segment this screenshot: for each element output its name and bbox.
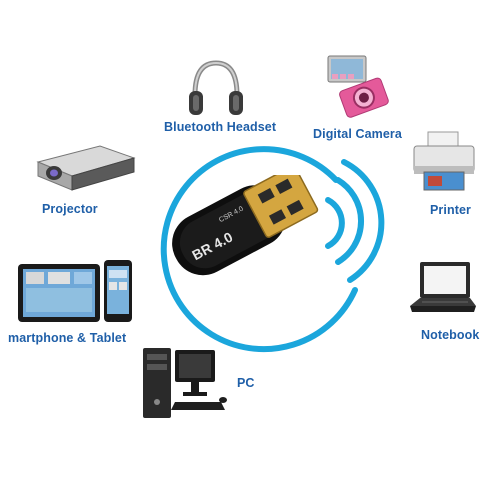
pc-label: PC [237,376,255,390]
headset-label: Bluetooth Headset [164,120,277,134]
usb-dongle: BR 4.0 CSR 4.0 [172,175,319,276]
camera-icon [327,55,389,118]
notebook-label: Notebook [421,328,480,342]
wave-large [341,159,385,283]
printer-label: Printer [430,203,471,217]
phone-tablet-icon [18,260,132,322]
camera-label: Digital Camera [313,127,402,141]
projector-icon [36,145,136,191]
desktop-pc-icon [143,348,227,418]
wave-small [325,197,345,249]
phone-tablet-label: martphone & Tablet [8,331,127,345]
laptop-icon [410,262,476,312]
printer-icon [413,131,475,191]
projector-label: Projector [42,202,98,216]
wave-medium [335,177,365,265]
headset-icon [189,60,243,115]
